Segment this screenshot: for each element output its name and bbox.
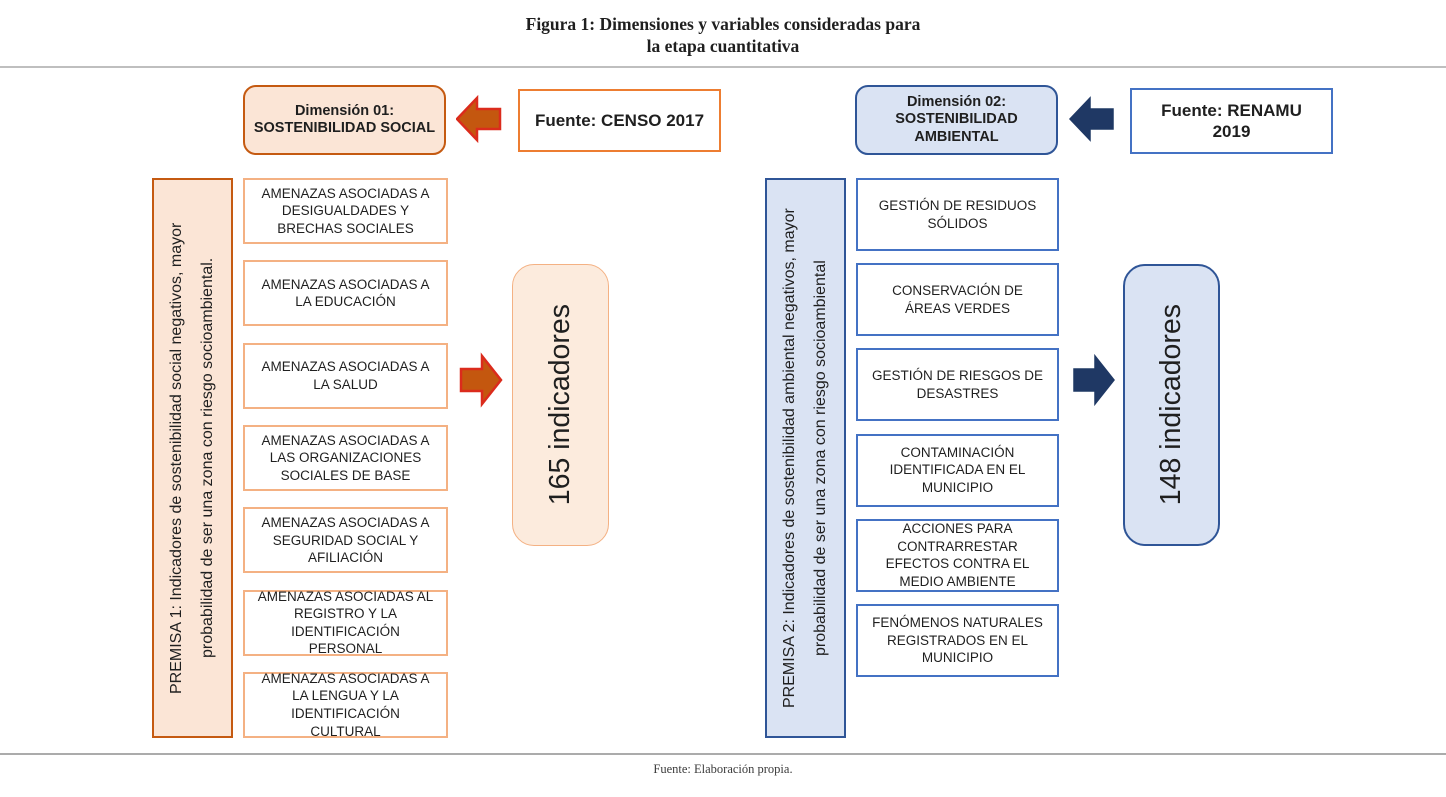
figure-title: Figura 1: Dimensiones y variables consid… bbox=[0, 13, 1446, 57]
environmental-variable-box: FENÓMENOS NATURALES REGISTRADOS EN EL MU… bbox=[856, 603, 1059, 677]
dimension1-label: Dimensión 01: bbox=[294, 102, 395, 119]
premise2-box: PREMISA 2: Indicadores de sostenibilidad… bbox=[765, 178, 846, 738]
environmental-variable-box: GESTIÓN DE RESIDUOS SÓLIDOS bbox=[856, 178, 1059, 251]
result2-box: 148 indicadores bbox=[1123, 264, 1220, 546]
dimension1-name: SOSTENIBILIDAD SOCIAL bbox=[253, 120, 436, 136]
social-variables-column: AMENAZAS ASOCIADAS A DESIGUALDADES Y BRE… bbox=[243, 178, 448, 739]
premise2-text: PREMISA 2: Indicadores de sostenibilidad… bbox=[781, 208, 830, 708]
social-variable-box: AMENAZAS ASOCIADAS A LA LENGUA Y LA IDEN… bbox=[243, 671, 448, 739]
social-variable-box: AMENAZAS ASOCIADAS AL REGISTRO Y LA IDEN… bbox=[243, 589, 448, 656]
bottom-divider bbox=[0, 753, 1446, 755]
social-variable-box: AMENAZAS ASOCIADAS A DESIGUALDADES Y BRE… bbox=[243, 178, 448, 244]
result2-text: 148 indicadores bbox=[1154, 304, 1187, 506]
source-censo-box: Fuente: CENSO 2017 bbox=[518, 89, 721, 152]
censo-to-dimension1-arrow-icon bbox=[456, 95, 502, 143]
environmental-variable-box: GESTIÓN DE RIESGOS DE DESASTRES bbox=[856, 348, 1059, 422]
source-renamu-box: Fuente: RENAMU 2019 bbox=[1130, 88, 1333, 154]
figure-source-caption: Fuente: Elaboración propia. bbox=[653, 762, 793, 776]
social-variable-box: AMENAZAS ASOCIADAS A LAS ORGANIZACIONES … bbox=[243, 424, 448, 491]
variables-to-result2-arrow-icon bbox=[1073, 353, 1115, 407]
environmental-variable-box: ACCIONES PARA CONTRARRESTAR EFECTOS CONT… bbox=[856, 518, 1059, 592]
result1-box: 165 indicadores bbox=[512, 264, 609, 546]
environmental-variables-column: GESTIÓN DE RESIDUOS SÓLIDOS CONSERVACIÓN… bbox=[856, 178, 1059, 677]
figure-title-line1: Figura 1: Dimensiones y variables consid… bbox=[525, 14, 921, 34]
dimension1-box: Dimensión 01: SOSTENIBILIDAD SOCIAL bbox=[243, 85, 446, 155]
environmental-variable-box: CONTAMINACIÓN IDENTIFICADA EN EL MUNICIP… bbox=[856, 433, 1059, 507]
source-renamu-label: Fuente: RENAMU 2019 bbox=[1161, 100, 1302, 141]
environmental-variable-box: CONSERVACIÓN DE ÁREAS VERDES bbox=[856, 263, 1059, 337]
top-divider bbox=[0, 66, 1446, 68]
premise1-text: PREMISA 1: Indicadores de sostenibilidad… bbox=[168, 222, 217, 694]
renamu-to-dimension2-arrow-icon bbox=[1069, 96, 1114, 142]
variables-to-result1-arrow-icon bbox=[459, 352, 503, 408]
premise1-box: PREMISA 1: Indicadores de sostenibilidad… bbox=[152, 178, 233, 738]
dimension2-box: Dimensión 02: SOSTENIBILIDAD AMBIENTAL bbox=[855, 85, 1058, 155]
source-censo-label: Fuente: CENSO 2017 bbox=[534, 110, 705, 130]
social-variable-box: AMENAZAS ASOCIADAS A SEGURIDAD SOCIAL Y … bbox=[243, 507, 448, 574]
social-variable-box: AMENAZAS ASOCIADAS A LA EDUCACIÓN bbox=[243, 260, 448, 327]
dimension2-label: Dimensión 02: bbox=[906, 93, 1007, 110]
figure-title-line2: la etapa cuantitativa bbox=[646, 36, 800, 57]
social-variable-box: AMENAZAS ASOCIADAS A LA SALUD bbox=[243, 342, 448, 409]
dimension2-name: SOSTENIBILIDAD AMBIENTAL bbox=[895, 111, 1018, 145]
result1-text: 165 indicadores bbox=[543, 304, 576, 506]
